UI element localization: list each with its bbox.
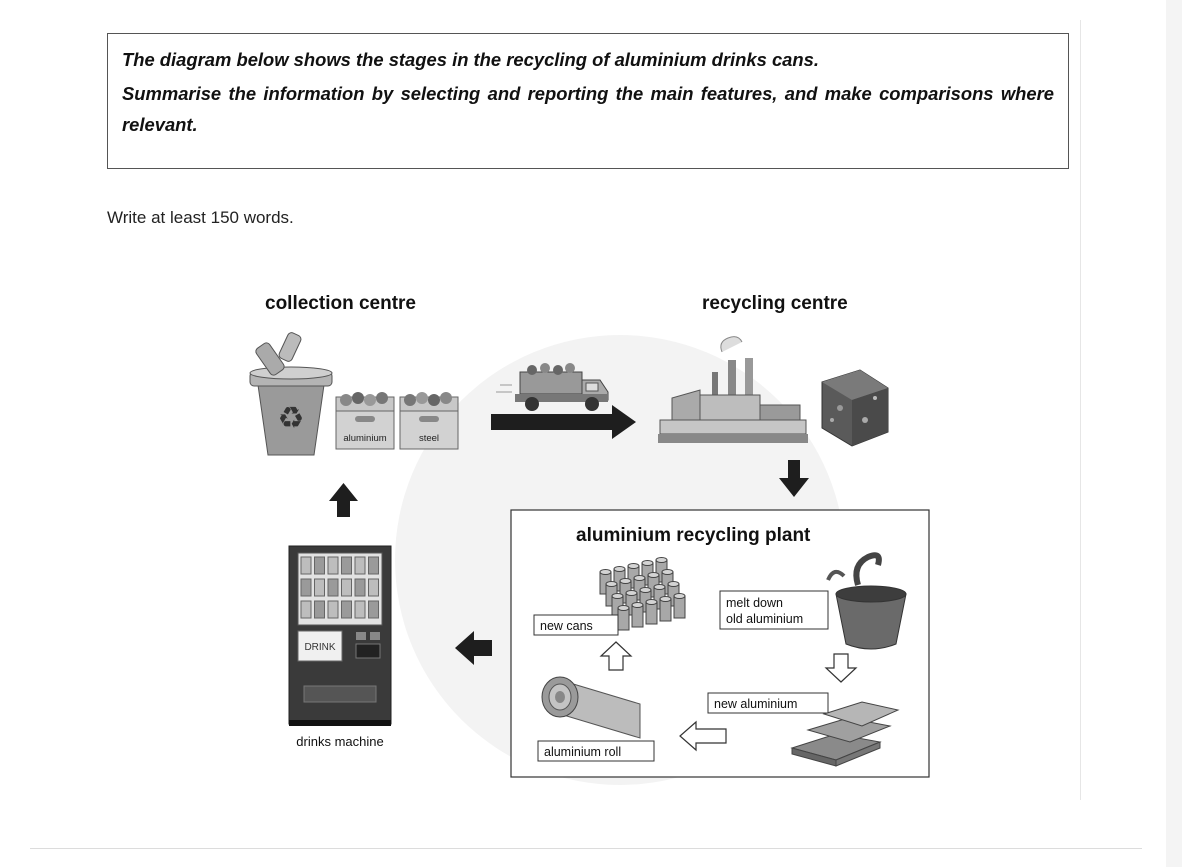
- melt-down-label-line-1: melt down: [726, 596, 783, 610]
- arrow-to-collection-centre: [329, 483, 358, 517]
- arrow-to-recycling-centre: [491, 405, 636, 439]
- melt-down-label-box: [719, 590, 829, 630]
- arrow-to-recycling-plant: [779, 460, 809, 497]
- factory-icon: [658, 336, 808, 443]
- arrow-to-new-cans: [599, 641, 633, 671]
- aluminium-box-label: aluminium: [343, 433, 386, 444]
- aluminium-crate-icon: aluminium: [335, 392, 395, 450]
- new-aluminium-label: new aluminium: [714, 697, 797, 711]
- arrow-to-drinks-machine: [455, 631, 492, 665]
- new-cans-icon: [599, 557, 686, 631]
- collection-centre-title: collection centre: [265, 293, 416, 314]
- recycle-bin-icon: ♻: [249, 332, 333, 456]
- aluminium-roll-icon: [541, 676, 641, 739]
- svg-text:♻: ♻: [278, 402, 305, 435]
- recycling-plant-title: aluminium recycling plant: [576, 525, 811, 546]
- drinks-machine-label: drinks machine: [296, 734, 383, 749]
- arrow-to-new-aluminium: [824, 653, 858, 683]
- task-prompt-box: The diagram below shows the stages in th…: [107, 33, 1069, 169]
- crushed-cans-bale-icon: [821, 369, 889, 447]
- aluminium-ingots-icon: [790, 701, 900, 767]
- recycling-centre-title: recycling centre: [702, 293, 848, 314]
- steel-box-label: steel: [419, 433, 439, 444]
- arrow-to-aluminium-roll: [679, 720, 727, 752]
- aluminium-roll-label-box: [537, 740, 655, 762]
- new-cans-label-box: [533, 614, 619, 636]
- truck-icon: [496, 363, 609, 411]
- task-prompt-line-1: The diagram below shows the stages in th…: [122, 49, 819, 70]
- steel-crate-icon: steel: [399, 392, 459, 450]
- melt-down-label-line-2: old aluminium: [726, 612, 803, 626]
- task-prompt-line-2: Summarise the information by selecting a…: [122, 83, 1054, 135]
- new-cans-label: new cans: [540, 619, 593, 633]
- bottom-divider: [30, 848, 1142, 849]
- crucible-icon: [826, 552, 907, 650]
- drink-sign: DRINK: [304, 642, 335, 653]
- new-aluminium-label-box: [707, 692, 829, 714]
- aluminium-roll-label: aluminium roll: [544, 745, 621, 759]
- bleed-through-edge: [1080, 20, 1081, 800]
- scroll-gutter: [1166, 0, 1182, 867]
- word-count-instruction: Write at least 150 words.: [107, 208, 294, 227]
- drinks-machine-icon: DRINK: [288, 545, 392, 726]
